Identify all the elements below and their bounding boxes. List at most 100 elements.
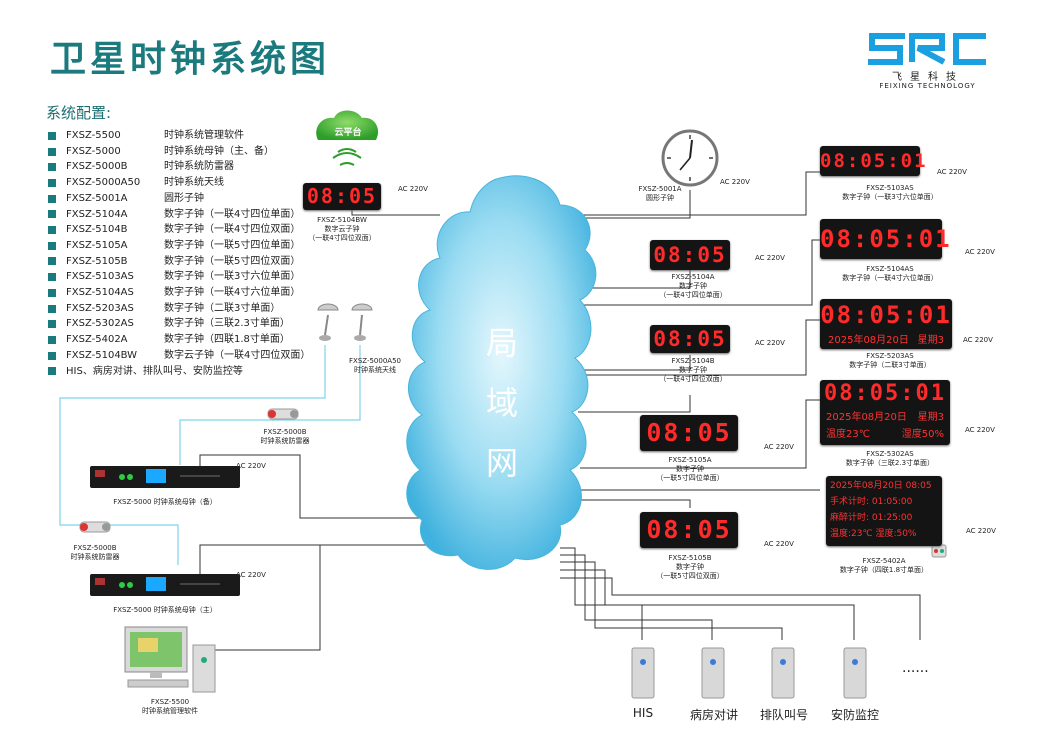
clock-time: 08:05: [646, 418, 732, 447]
config-desc: 数字子钟（一联4寸四位单面）: [164, 208, 301, 220]
src-logo-icon: [868, 33, 986, 65]
bullet-square-icon: [48, 178, 56, 187]
config-item: FXSZ-5104A 数字子钟（一联4寸四位单面）: [48, 207, 310, 223]
config-item: FXSZ-5103AS 数字子钟（一联3寸六位单面）: [48, 269, 310, 285]
bullet-square-icon: [48, 163, 56, 172]
terminal-ward-intercom: 病房对讲: [689, 708, 738, 722]
config-code: FXSZ-5103AS: [66, 271, 134, 283]
bullet-square-icon: [48, 241, 56, 250]
config-code: FXSZ-5000A50: [66, 177, 141, 189]
label-master-main: FXSZ-5000 时钟系统母钟（主）: [113, 606, 217, 614]
clock-time: 08:05: [646, 515, 732, 544]
wifi-signal-icon: [332, 148, 362, 166]
config-item: FXSZ-5302AS 数字子钟（三联2.3寸单面）: [48, 316, 310, 332]
lan-label-3: 网: [485, 444, 518, 482]
ac-label: AC 220V: [963, 336, 993, 344]
bullet-square-icon: [48, 194, 56, 203]
label-master-backup: FXSZ-5000 时钟系统母钟（备）: [113, 498, 217, 506]
config-item: FXSZ-5105B 数字子钟（一联5寸四位双面）: [48, 254, 310, 270]
config-desc: 数字子钟（三联2.3寸单面）: [164, 318, 290, 330]
ac-label: AC 220V: [965, 248, 995, 256]
ac-label: AC 220V: [236, 462, 266, 470]
bullet-square-icon: [48, 226, 56, 235]
bullet-square-icon: [48, 304, 56, 313]
bullet-square-icon: [48, 273, 56, 282]
config-desc: 数字子钟（二联3寸单面）: [164, 302, 281, 314]
config-code: FXSZ-5500: [66, 130, 121, 141]
clock-week: 星期3: [917, 335, 944, 346]
config-code: FXSZ-5302AS: [66, 318, 134, 330]
config-desc: 圆形子钟: [164, 192, 204, 204]
bullet-square-icon: [48, 320, 56, 329]
clock-row-1: 2025年08月20日 08:05: [830, 481, 932, 491]
config-desc: 时钟系统母钟（主、备）: [164, 145, 274, 157]
config-desc: 时钟系统管理软件: [164, 130, 244, 141]
config-item: FXSZ-5105A 数字子钟（一联5寸四位单面）: [48, 238, 310, 254]
ac-label: AC 220V: [236, 571, 266, 579]
bullet-square-icon: [48, 335, 56, 344]
analog-clock-icon: [661, 129, 719, 187]
bullet-square-icon: [48, 351, 56, 360]
lan-label-1: 局: [485, 324, 518, 362]
clock-5402a: 2025年08月20日 08:05 手术计时: 01:05:00 麻醉计时: 0…: [826, 476, 942, 546]
antenna-cable: [59, 345, 361, 565]
config-desc: 数字云子钟（一联4寸四位双面）: [164, 349, 311, 361]
config-code: HIS、病房对讲、排队叫号、安防监控等: [66, 365, 243, 377]
config-desc: 时钟系统防雷器: [164, 161, 234, 173]
ac-label: AC 220V: [966, 527, 996, 535]
terminal-his: HIS: [632, 706, 654, 720]
config-desc: 数字子钟（一联5寸四位双面）: [164, 255, 301, 267]
clock-5103as: 08:05:01: [820, 146, 928, 176]
ac-label: AC 220V: [764, 443, 794, 451]
bullet-square-icon: [48, 147, 56, 156]
config-desc: 数字子钟（一联4寸六位单面）: [164, 287, 301, 299]
bullet-square-icon: [48, 210, 56, 219]
ac-label: AC 220V: [755, 339, 785, 347]
clock-row-4: 温度:23℃ 湿度:50%: [830, 529, 917, 539]
master-clock-main-icon: [90, 574, 240, 596]
config-desc: 数字子钟（一联5寸四位单面）: [164, 239, 301, 251]
config-code: FXSZ-5104B: [66, 224, 128, 236]
logo-chinese-name: 飞星科技: [892, 72, 964, 83]
config-code: FXSZ-5104A: [66, 208, 128, 220]
clock-time: 08:05:01: [820, 150, 928, 172]
config-code: FXSZ-5001A: [66, 192, 128, 204]
page-title: 卫星时钟系统图: [50, 39, 331, 80]
config-code: FXSZ-5105A: [66, 239, 128, 251]
clock-5203as: 08:05:01 2025年08月20日 星期3: [820, 299, 952, 349]
bullet-square-icon: [48, 367, 56, 376]
clock-time: 08:05: [306, 184, 378, 208]
clock-5104as: 08:05:01: [820, 219, 950, 259]
clock-time: 08:05:01: [820, 301, 952, 329]
management-pc-icon: [124, 626, 216, 693]
lan-cables: [199, 171, 921, 651]
config-item: FXSZ-5001A 圆形子钟: [48, 191, 310, 207]
bullet-square-icon: [48, 288, 56, 297]
config-code: FXSZ-5105B: [66, 255, 128, 267]
clock-week: 星期3: [917, 412, 944, 423]
config-code: FXSZ-5203AS: [66, 302, 134, 314]
terminal-devices: [631, 647, 867, 699]
clock-date: 2025年08月20日: [826, 412, 907, 423]
clock-row-3: 麻醉计时: 01:25:00: [830, 513, 913, 523]
ac-label: AC 220V: [398, 185, 428, 193]
config-desc: 数字子钟（一联3寸六位单面）: [164, 271, 301, 283]
clock-time: 08:05:01: [824, 381, 946, 406]
ac-label: AC 220V: [965, 426, 995, 434]
config-desc: 数字子钟（四联1.8寸单面）: [164, 334, 290, 346]
